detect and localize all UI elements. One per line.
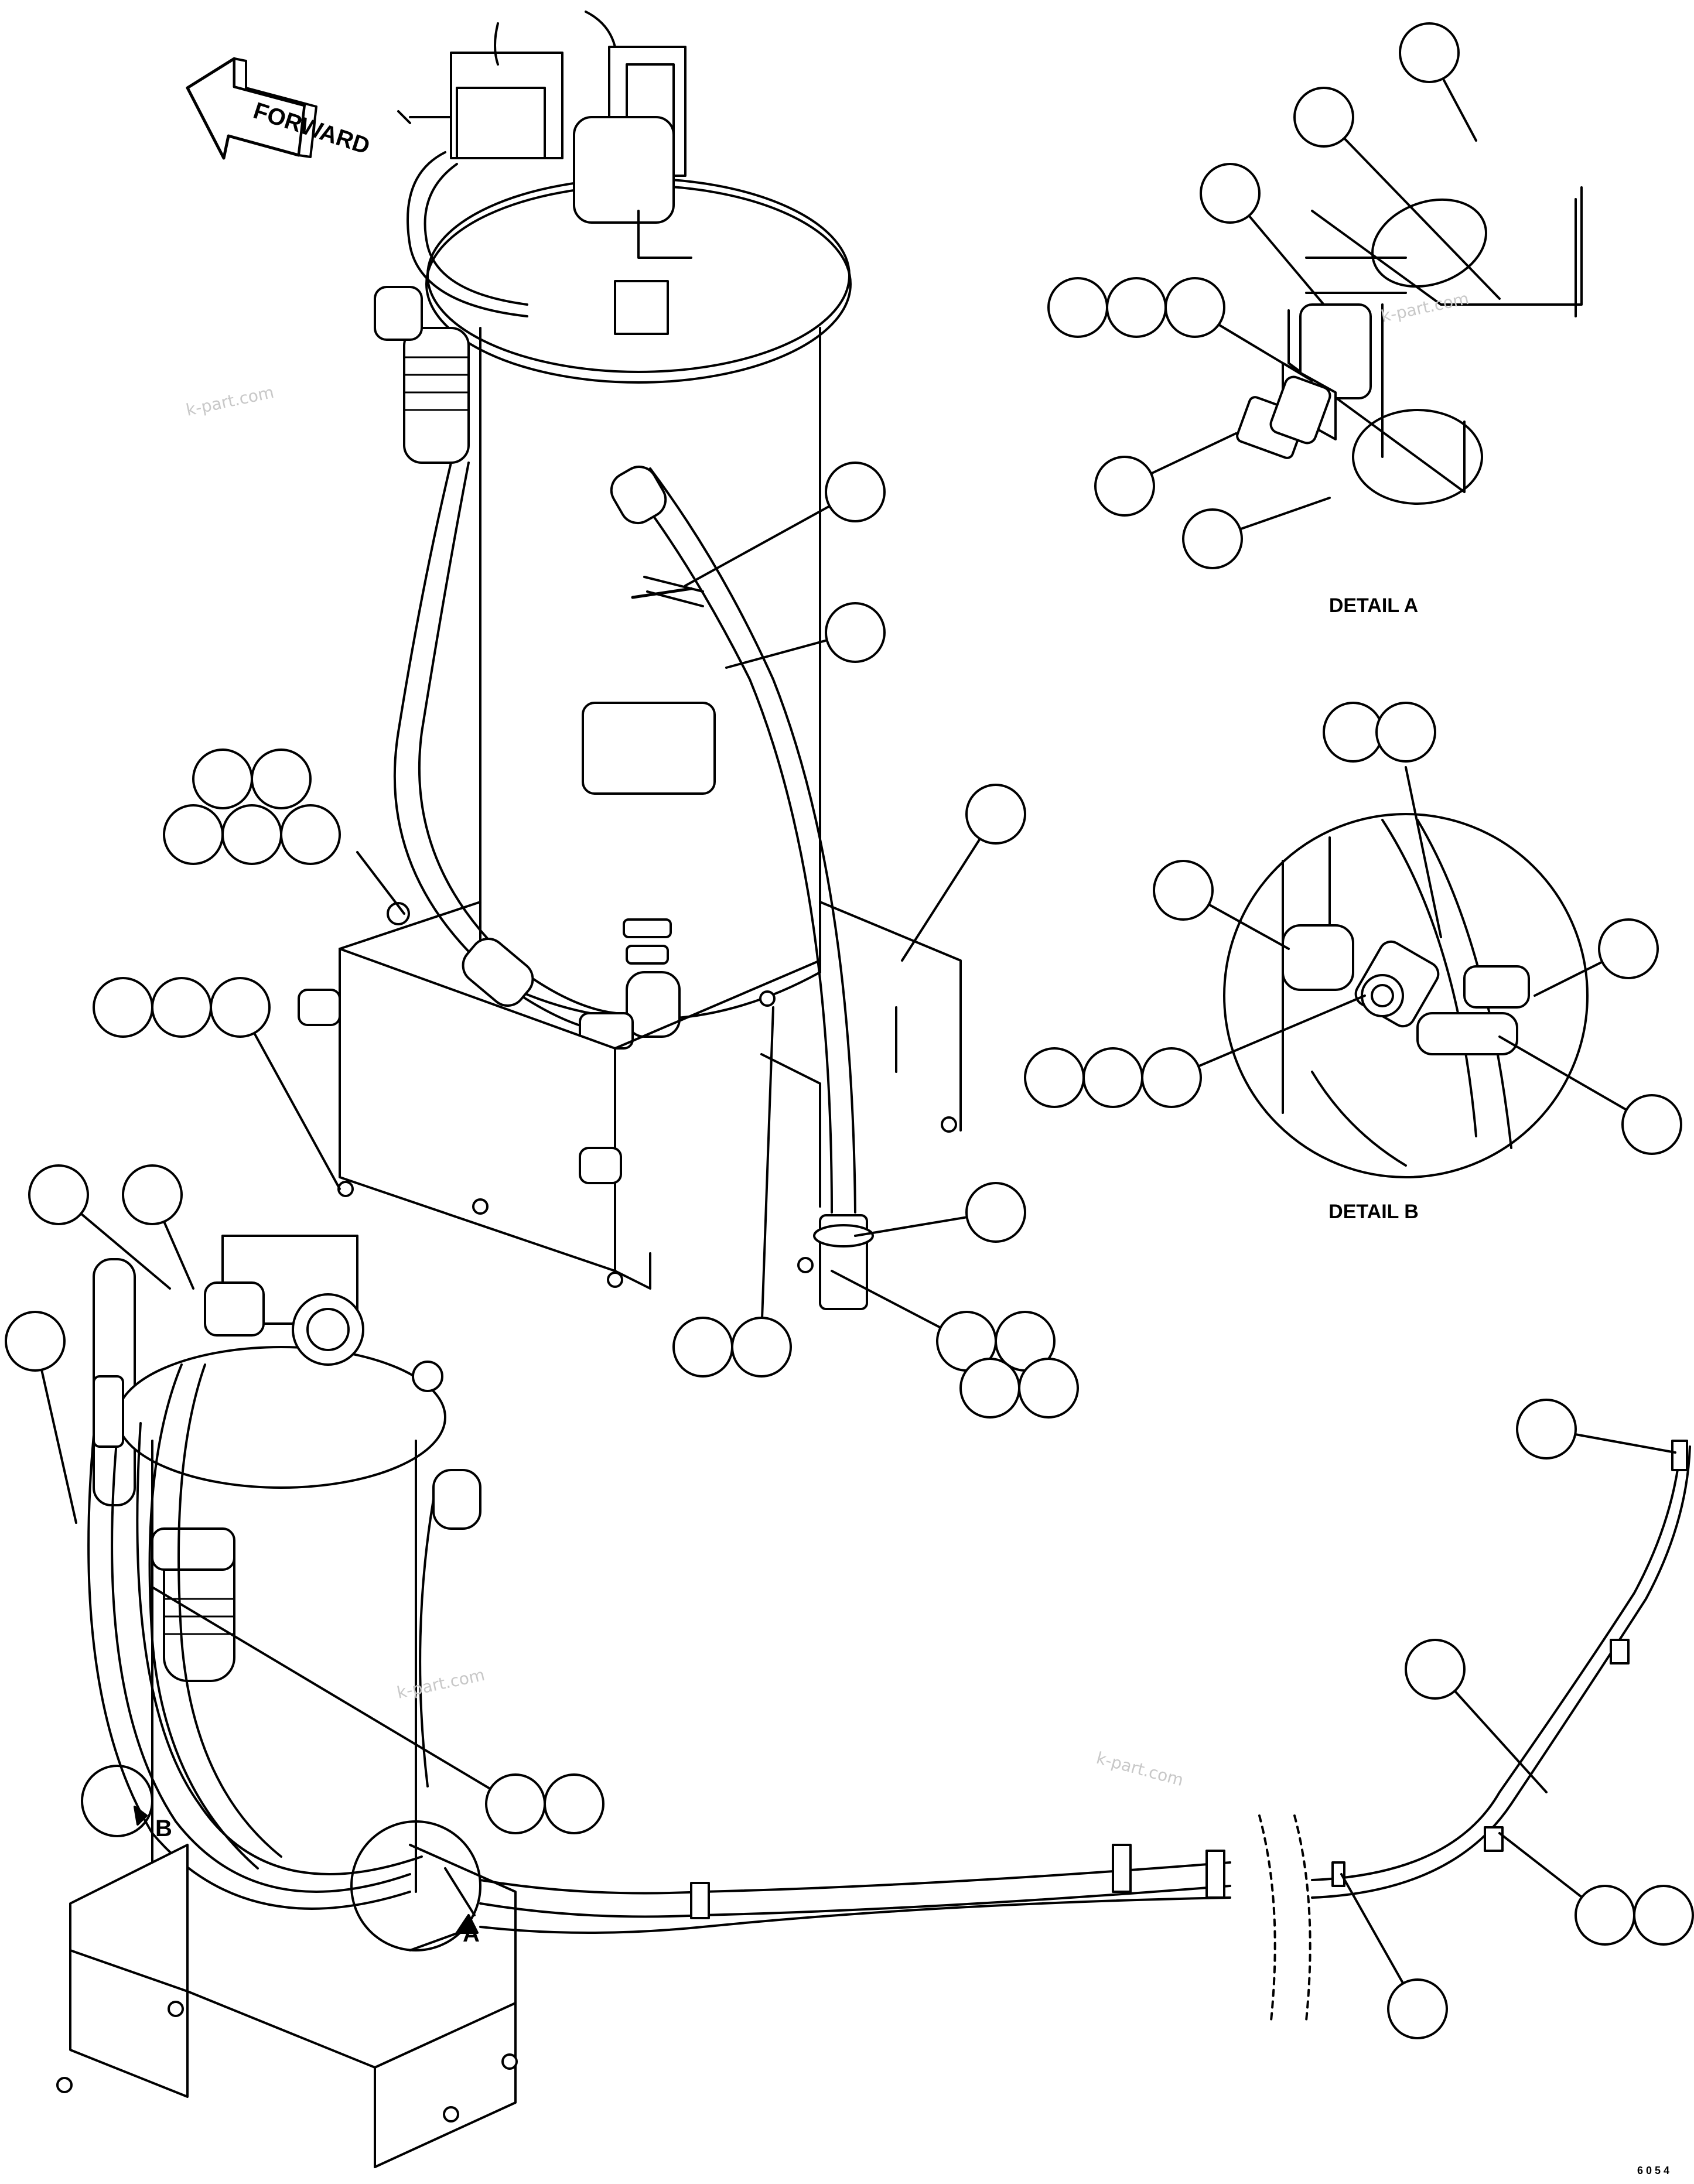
callout-bubble	[1516, 1399, 1577, 1460]
callout-bubble	[93, 977, 153, 1038]
callout-bubble	[221, 804, 282, 865]
drawing-code: 6 0 5 4	[1637, 2165, 1669, 2176]
callout-bubble	[965, 784, 1026, 845]
callout-bubble	[1047, 277, 1108, 338]
detail-a-drawing	[1236, 186, 1583, 505]
callout-bubble	[485, 1773, 546, 1834]
callout-bubble	[1323, 702, 1384, 763]
forward-arrow-icon: FORWARD	[186, 57, 373, 160]
view-b-label: B	[155, 1816, 172, 1841]
callout-bubble	[1153, 860, 1214, 921]
callout-bubble	[1024, 1047, 1085, 1108]
callout-bubble	[1405, 1639, 1466, 1700]
callout-bubble	[965, 1182, 1026, 1243]
callout-bubble	[1375, 702, 1436, 763]
callout-bubble	[1200, 163, 1261, 224]
callout-bubble	[28, 1164, 89, 1225]
callout-bubble	[1575, 1885, 1635, 1946]
callout-bubble	[1141, 1047, 1202, 1108]
callout-bubble	[163, 804, 224, 865]
callout-bubble	[251, 748, 312, 809]
callout-bubble	[1399, 22, 1460, 83]
callout-bubble	[1293, 87, 1354, 148]
callout-bubble	[959, 1358, 1020, 1419]
callout-bubble	[1182, 508, 1243, 569]
callout-bubble	[1018, 1358, 1079, 1419]
callout-bubble	[280, 804, 341, 865]
callout-bubble	[210, 977, 271, 1038]
main-tank-assembly	[298, 11, 962, 1310]
callout-bubble	[825, 602, 886, 663]
watermark: k-part.com	[395, 1665, 487, 1703]
callout-bubble	[1106, 277, 1167, 338]
callout-bubble	[122, 1164, 183, 1225]
callout-bubble	[1094, 456, 1155, 517]
watermark: k-part.com	[185, 382, 276, 420]
detail-b-caption: DETAIL B	[1328, 1201, 1419, 1223]
lower-tank-assembly: A B	[56, 1235, 1691, 2168]
callout-bubble	[1387, 1978, 1448, 2039]
view-a-label: A	[463, 1921, 480, 1947]
callout-bubble	[5, 1311, 66, 1372]
callout-bubble	[192, 748, 253, 809]
callout-bubble	[1633, 1885, 1694, 1946]
callout-bubble	[1082, 1047, 1143, 1108]
callout-bubble	[731, 1317, 792, 1378]
callout-bubble	[1598, 918, 1659, 979]
callout-bubble	[544, 1773, 604, 1834]
callout-bubble	[672, 1317, 733, 1378]
detail-b-drawing	[1223, 813, 1589, 1178]
watermark: k-part.com	[1094, 1748, 1186, 1790]
callout-bubble	[825, 462, 886, 522]
detail-a-caption: DETAIL A	[1329, 594, 1418, 617]
callout-bubble	[1621, 1094, 1682, 1155]
callout-bubbles	[5, 22, 1694, 2039]
callout-bubble	[151, 977, 212, 1038]
callout-bubble	[1164, 277, 1225, 338]
